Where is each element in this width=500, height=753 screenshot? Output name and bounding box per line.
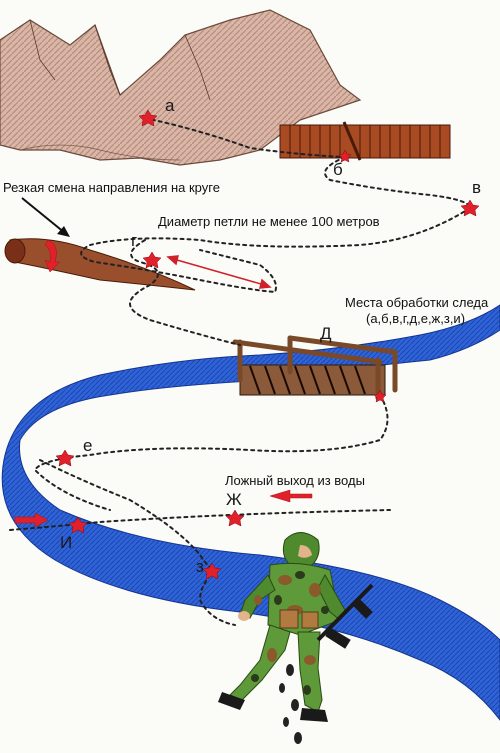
river xyxy=(1,304,500,721)
marker-i xyxy=(68,516,88,534)
point-e-label: е xyxy=(83,436,93,455)
point-i-label: И xyxy=(60,533,73,552)
rifle xyxy=(316,583,374,649)
point-z-label: з xyxy=(196,557,204,576)
loop-diameter-label: Диаметр петли не менее 100 метров xyxy=(158,214,380,229)
point-a-label: а xyxy=(165,96,175,115)
sharp-turn-arrow xyxy=(21,197,70,237)
diameter-arrow xyxy=(166,255,272,289)
mountains xyxy=(0,9,362,166)
trace-sites-list: (а,б,в,г,д,е,ж,з,и) xyxy=(366,311,466,326)
marker-b xyxy=(338,149,352,163)
marker-v xyxy=(460,199,480,217)
marker-g xyxy=(142,251,162,269)
sharp-turn-label: Резкая смена направления на круге xyxy=(3,180,220,195)
marker-z xyxy=(202,562,222,580)
point-zh-label: Ж xyxy=(226,490,242,509)
bridge xyxy=(232,335,398,401)
marker-d xyxy=(373,389,387,403)
trace-sites-title: Места обработки следа xyxy=(345,295,489,310)
soldier xyxy=(218,532,374,722)
footprints xyxy=(279,664,302,744)
direction-arrows xyxy=(14,239,313,528)
point-b-label: б xyxy=(333,160,343,179)
trace-site-markers xyxy=(55,109,480,580)
point-g-label: г xyxy=(131,231,138,250)
marker-zh xyxy=(225,509,245,527)
point-d-label: Д xyxy=(320,324,332,343)
marker-a xyxy=(138,109,158,127)
escape-route xyxy=(9,117,471,626)
fence xyxy=(279,121,451,161)
log xyxy=(4,238,196,291)
marker-e xyxy=(55,449,75,467)
point-v-label: в xyxy=(472,178,482,197)
false-exit-label: Ложный выход из воды xyxy=(225,473,365,488)
